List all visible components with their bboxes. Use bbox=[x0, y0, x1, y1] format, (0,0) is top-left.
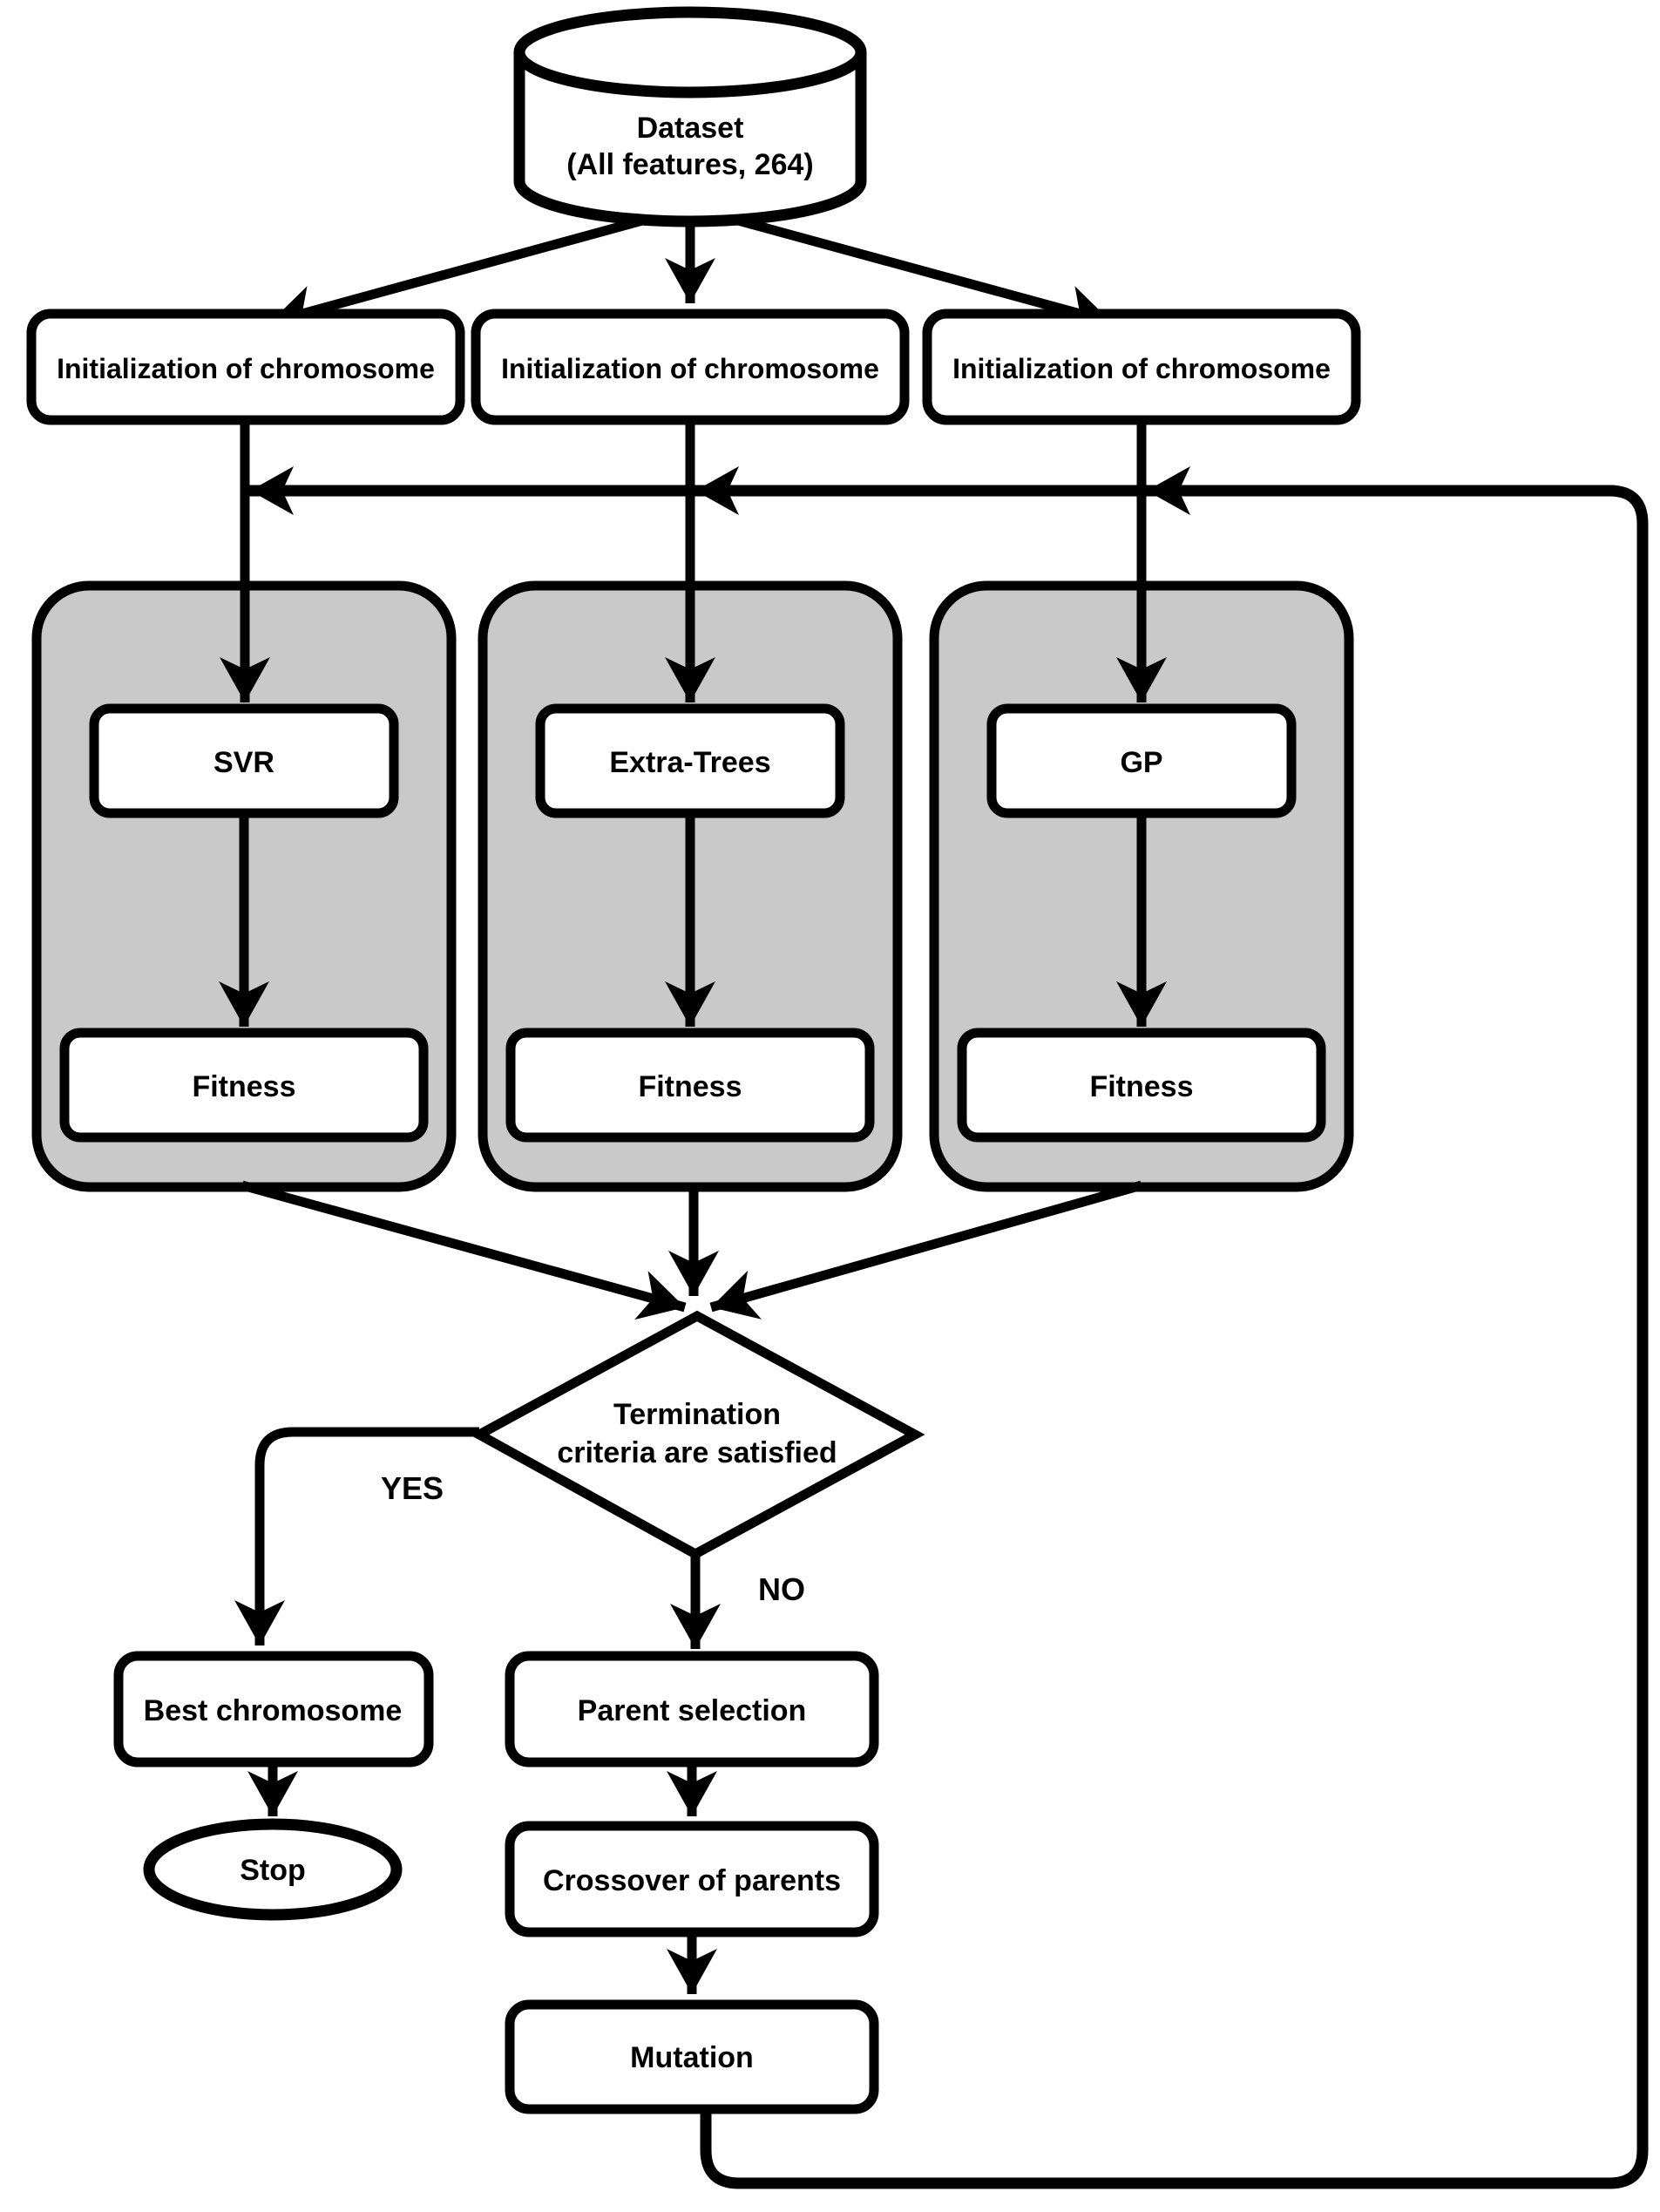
gp-box bbox=[986, 703, 1297, 818]
feedback-arrowhead-right-icon bbox=[1147, 466, 1190, 515]
dataset-cylinder-body bbox=[513, 52, 867, 227]
termination-diamond bbox=[469, 1310, 925, 1560]
extratrees-label: Extra-Trees bbox=[609, 746, 770, 779]
dataset-label-line2: (All features, 264) bbox=[566, 148, 813, 181]
crossover-label: Crossover of parents bbox=[543, 1864, 841, 1897]
init-box-1 bbox=[26, 309, 465, 425]
no-label: NO bbox=[758, 1571, 805, 1607]
best-chromosome-box bbox=[113, 1651, 434, 1768]
fitness-box-2 bbox=[505, 1028, 875, 1143]
feedback-loop bbox=[245, 466, 1649, 2189]
parent-selection-label: Parent selection bbox=[578, 1694, 807, 1727]
feedback-arrowhead-middle-icon bbox=[695, 466, 739, 515]
feedback-arrowhead-left-icon bbox=[250, 466, 294, 515]
crossover-box bbox=[505, 1821, 879, 1937]
svr-label: SVR bbox=[213, 746, 274, 779]
edge-container3-diamond bbox=[709, 1180, 1143, 1320]
fitness-label-3: Fitness bbox=[1089, 1070, 1193, 1103]
termination-label-line2: criteria are satisfied bbox=[557, 1436, 837, 1469]
extratrees-box bbox=[535, 703, 845, 818]
mutation-box bbox=[505, 1999, 879, 2114]
edge-dataset-init3 bbox=[688, 202, 1114, 336]
edges bbox=[219, 202, 1167, 1994]
fitness-box-1 bbox=[59, 1028, 429, 1143]
edge-container1-diamond bbox=[241, 1180, 687, 1320]
init-label-2: Initialization of chromosome bbox=[501, 353, 879, 384]
parent-selection-box bbox=[505, 1651, 879, 1768]
edge-dataset-init1 bbox=[268, 202, 692, 336]
fitness-label-1: Fitness bbox=[192, 1070, 295, 1103]
edge-yes-best bbox=[234, 1427, 479, 1645]
dataset-cylinder-top bbox=[513, 6, 867, 98]
fitness-box-3 bbox=[957, 1028, 1326, 1143]
init-label-3: Initialization of chromosome bbox=[952, 353, 1331, 384]
init-box-3 bbox=[922, 309, 1361, 425]
stop-terminator bbox=[143, 1818, 403, 1921]
mutation-label: Mutation bbox=[630, 2041, 754, 2074]
init-label-1: Initialization of chromosome bbox=[57, 353, 435, 384]
feedback-loop-path bbox=[245, 485, 1649, 2189]
best-chromosome-label: Best chromosome bbox=[144, 1694, 403, 1727]
svr-box bbox=[89, 703, 399, 818]
termination-label-line1: Termination bbox=[613, 1398, 781, 1431]
dataset-label-line1: Dataset bbox=[637, 112, 744, 145]
fitness-label-2: Fitness bbox=[638, 1070, 742, 1103]
gp-label: GP bbox=[1120, 746, 1162, 779]
init-box-2 bbox=[471, 309, 910, 425]
dataset-cylinder bbox=[513, 6, 867, 227]
stop-label: Stop bbox=[240, 1854, 306, 1887]
yes-label: YES bbox=[381, 1470, 444, 1506]
